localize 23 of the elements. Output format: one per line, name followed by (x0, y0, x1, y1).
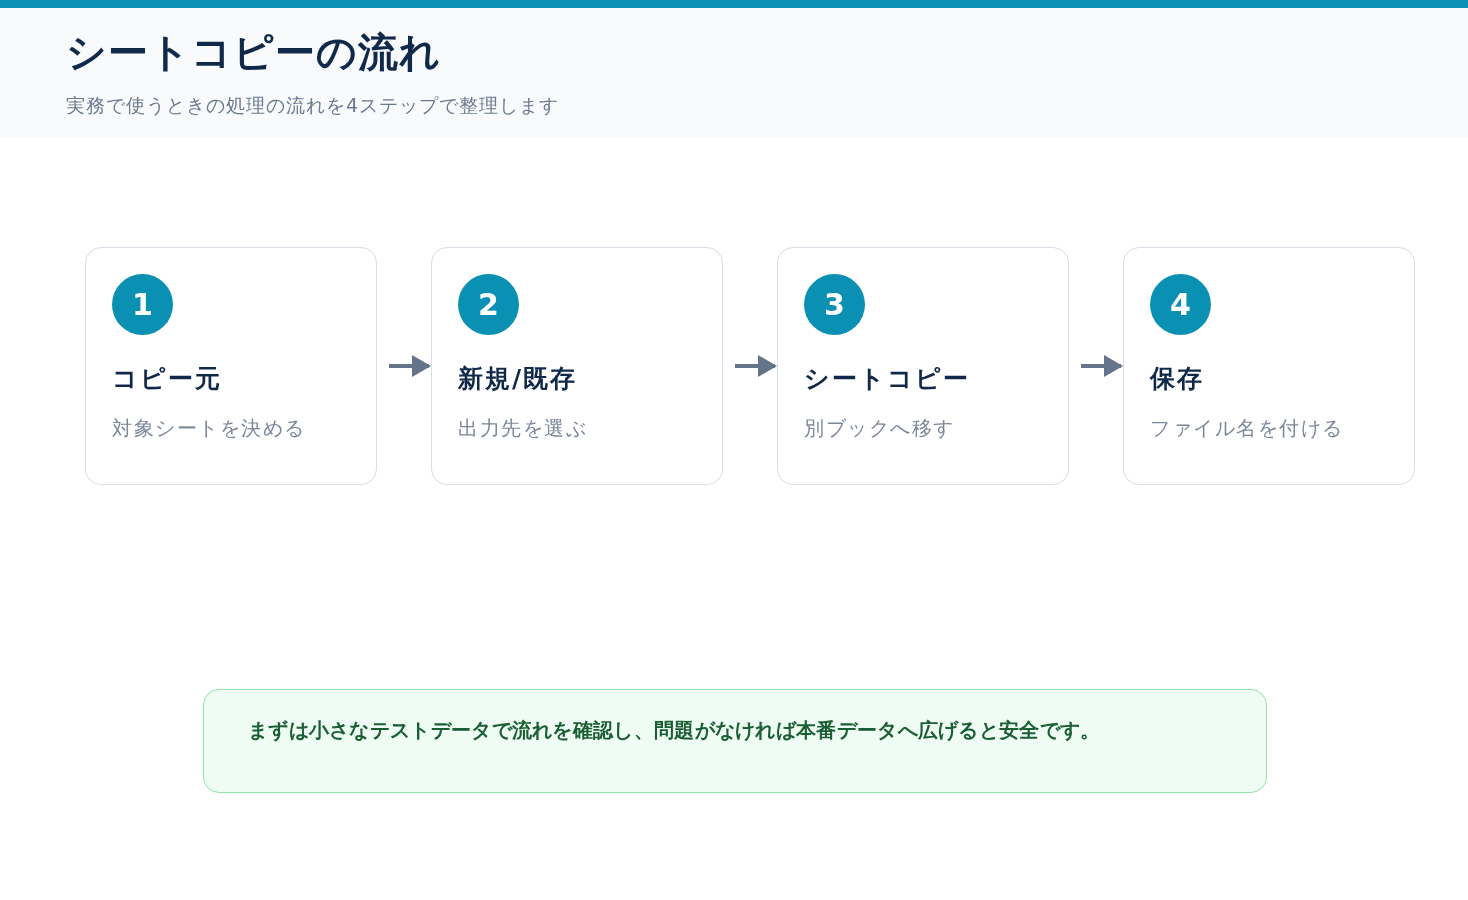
step-title: 保存 (1150, 363, 1204, 395)
step-title: コピー元 (112, 363, 222, 395)
step-card (777, 247, 1069, 485)
step-card (1123, 247, 1415, 485)
step-number-circle: 4 (1150, 274, 1211, 335)
page-title: シートコピーの流れ (66, 28, 441, 76)
step-description: 別ブックへ移す (804, 415, 955, 442)
page-subtitle: 実務で使うときの処理の流れを4ステップで整理します (66, 93, 560, 118)
arrow (735, 355, 777, 377)
step-title: シートコピー (804, 363, 970, 395)
step-title: 新規/既存 (458, 363, 578, 395)
step-description: ファイル名を付ける (1150, 415, 1344, 442)
step-number-circle: 2 (458, 274, 519, 335)
step-number-circle: 3 (804, 274, 865, 335)
step-number-circle: 1 (112, 274, 173, 335)
step-card (431, 247, 723, 485)
step-card (85, 247, 377, 485)
tip-panel (203, 689, 1267, 793)
arrow (389, 355, 431, 377)
arrow (1081, 355, 1123, 377)
step-description: 出力先を選ぶ (458, 415, 587, 442)
tip-text: まずは小さなテストデータで流れを確認し、問題がなければ本番データへ広げると安全です。 (248, 717, 1102, 744)
step-description: 対象シートを決める (112, 415, 306, 442)
